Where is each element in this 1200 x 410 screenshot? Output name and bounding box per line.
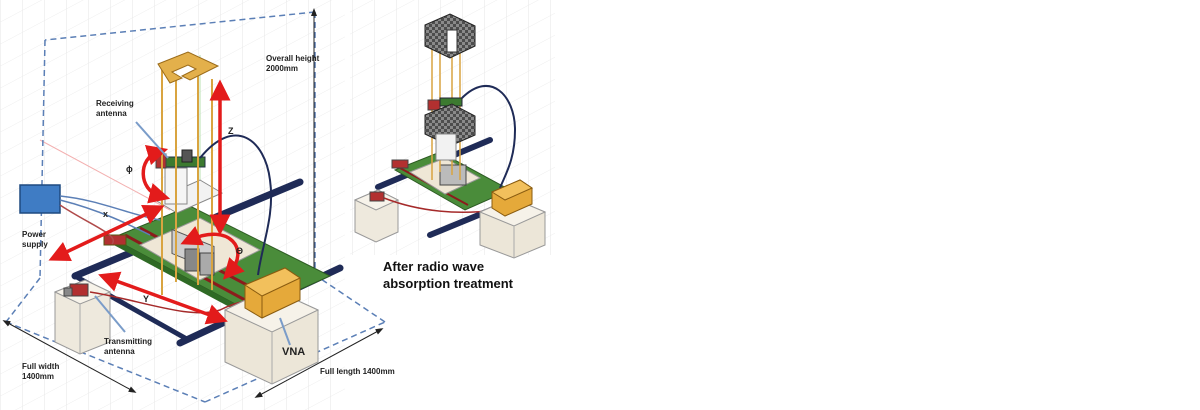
motion-arrows [48, 79, 245, 325]
axis-z-label: Z [228, 126, 234, 136]
top-u-plate [157, 51, 220, 84]
receiving-antenna-label: Receiving antenna [96, 99, 134, 119]
phi-rotation-arrow [141, 144, 171, 204]
axis-theta-label: Θ [236, 246, 244, 256]
full-width-line-2: 1400mm [22, 372, 55, 381]
y-axis-arrow [98, 271, 228, 325]
x-axis-arrow [48, 205, 165, 261]
right-rotation-stage [439, 164, 467, 186]
right-vna-box [490, 179, 534, 217]
right-linear-motor [391, 159, 409, 169]
overall-height-line-2: 2000mm [266, 64, 299, 73]
transmitting-line-2: antenna [104, 347, 135, 356]
after-treatment-line-1: After radio wave [383, 259, 485, 274]
overall-height-label: Overall height 2000mm [266, 54, 319, 74]
theta-rotation-arrow [180, 226, 245, 280]
power-supply-box [19, 184, 61, 214]
after-treatment-line-2: absorption treatment [383, 276, 514, 291]
transmitting-antenna-label: Transmitting antenna [104, 337, 152, 357]
linear-motor [103, 234, 127, 246]
middle-absorber-block [424, 97, 476, 161]
power-supply-label: Power supply [22, 230, 48, 250]
vna-box [243, 267, 302, 319]
power-line-2: supply [22, 240, 48, 249]
full-width-dimension-arrow [2, 320, 137, 393]
after-treatment-caption: After radio wave absorption treatment [383, 258, 513, 292]
right-transmitting-stand [353, 189, 400, 243]
receiving-line-2: antenna [96, 109, 127, 118]
overall-height-line-1: Overall height [266, 54, 320, 63]
axis-y-label: Y [143, 294, 150, 304]
transmitting-antenna-stand [53, 279, 112, 355]
receiving-line-1: Receiving [96, 99, 134, 108]
full-length-dimension-arrow [254, 328, 384, 398]
vna-label: VNA [282, 346, 306, 358]
transmitting-line-1: Transmitting [104, 337, 153, 346]
leader-lines [94, 121, 291, 346]
axis-x-label: x [103, 209, 109, 219]
right-rx-cable [461, 85, 517, 189]
axis-phi-label: ϕ [126, 164, 133, 174]
full-width-line-1: Full width [22, 362, 60, 371]
power-line-1: Power [22, 230, 47, 239]
full-width-label: Full width 1400mm [22, 362, 59, 382]
top-absorber-block [424, 13, 476, 59]
full-length-label: Full length 1400mm [320, 367, 395, 376]
